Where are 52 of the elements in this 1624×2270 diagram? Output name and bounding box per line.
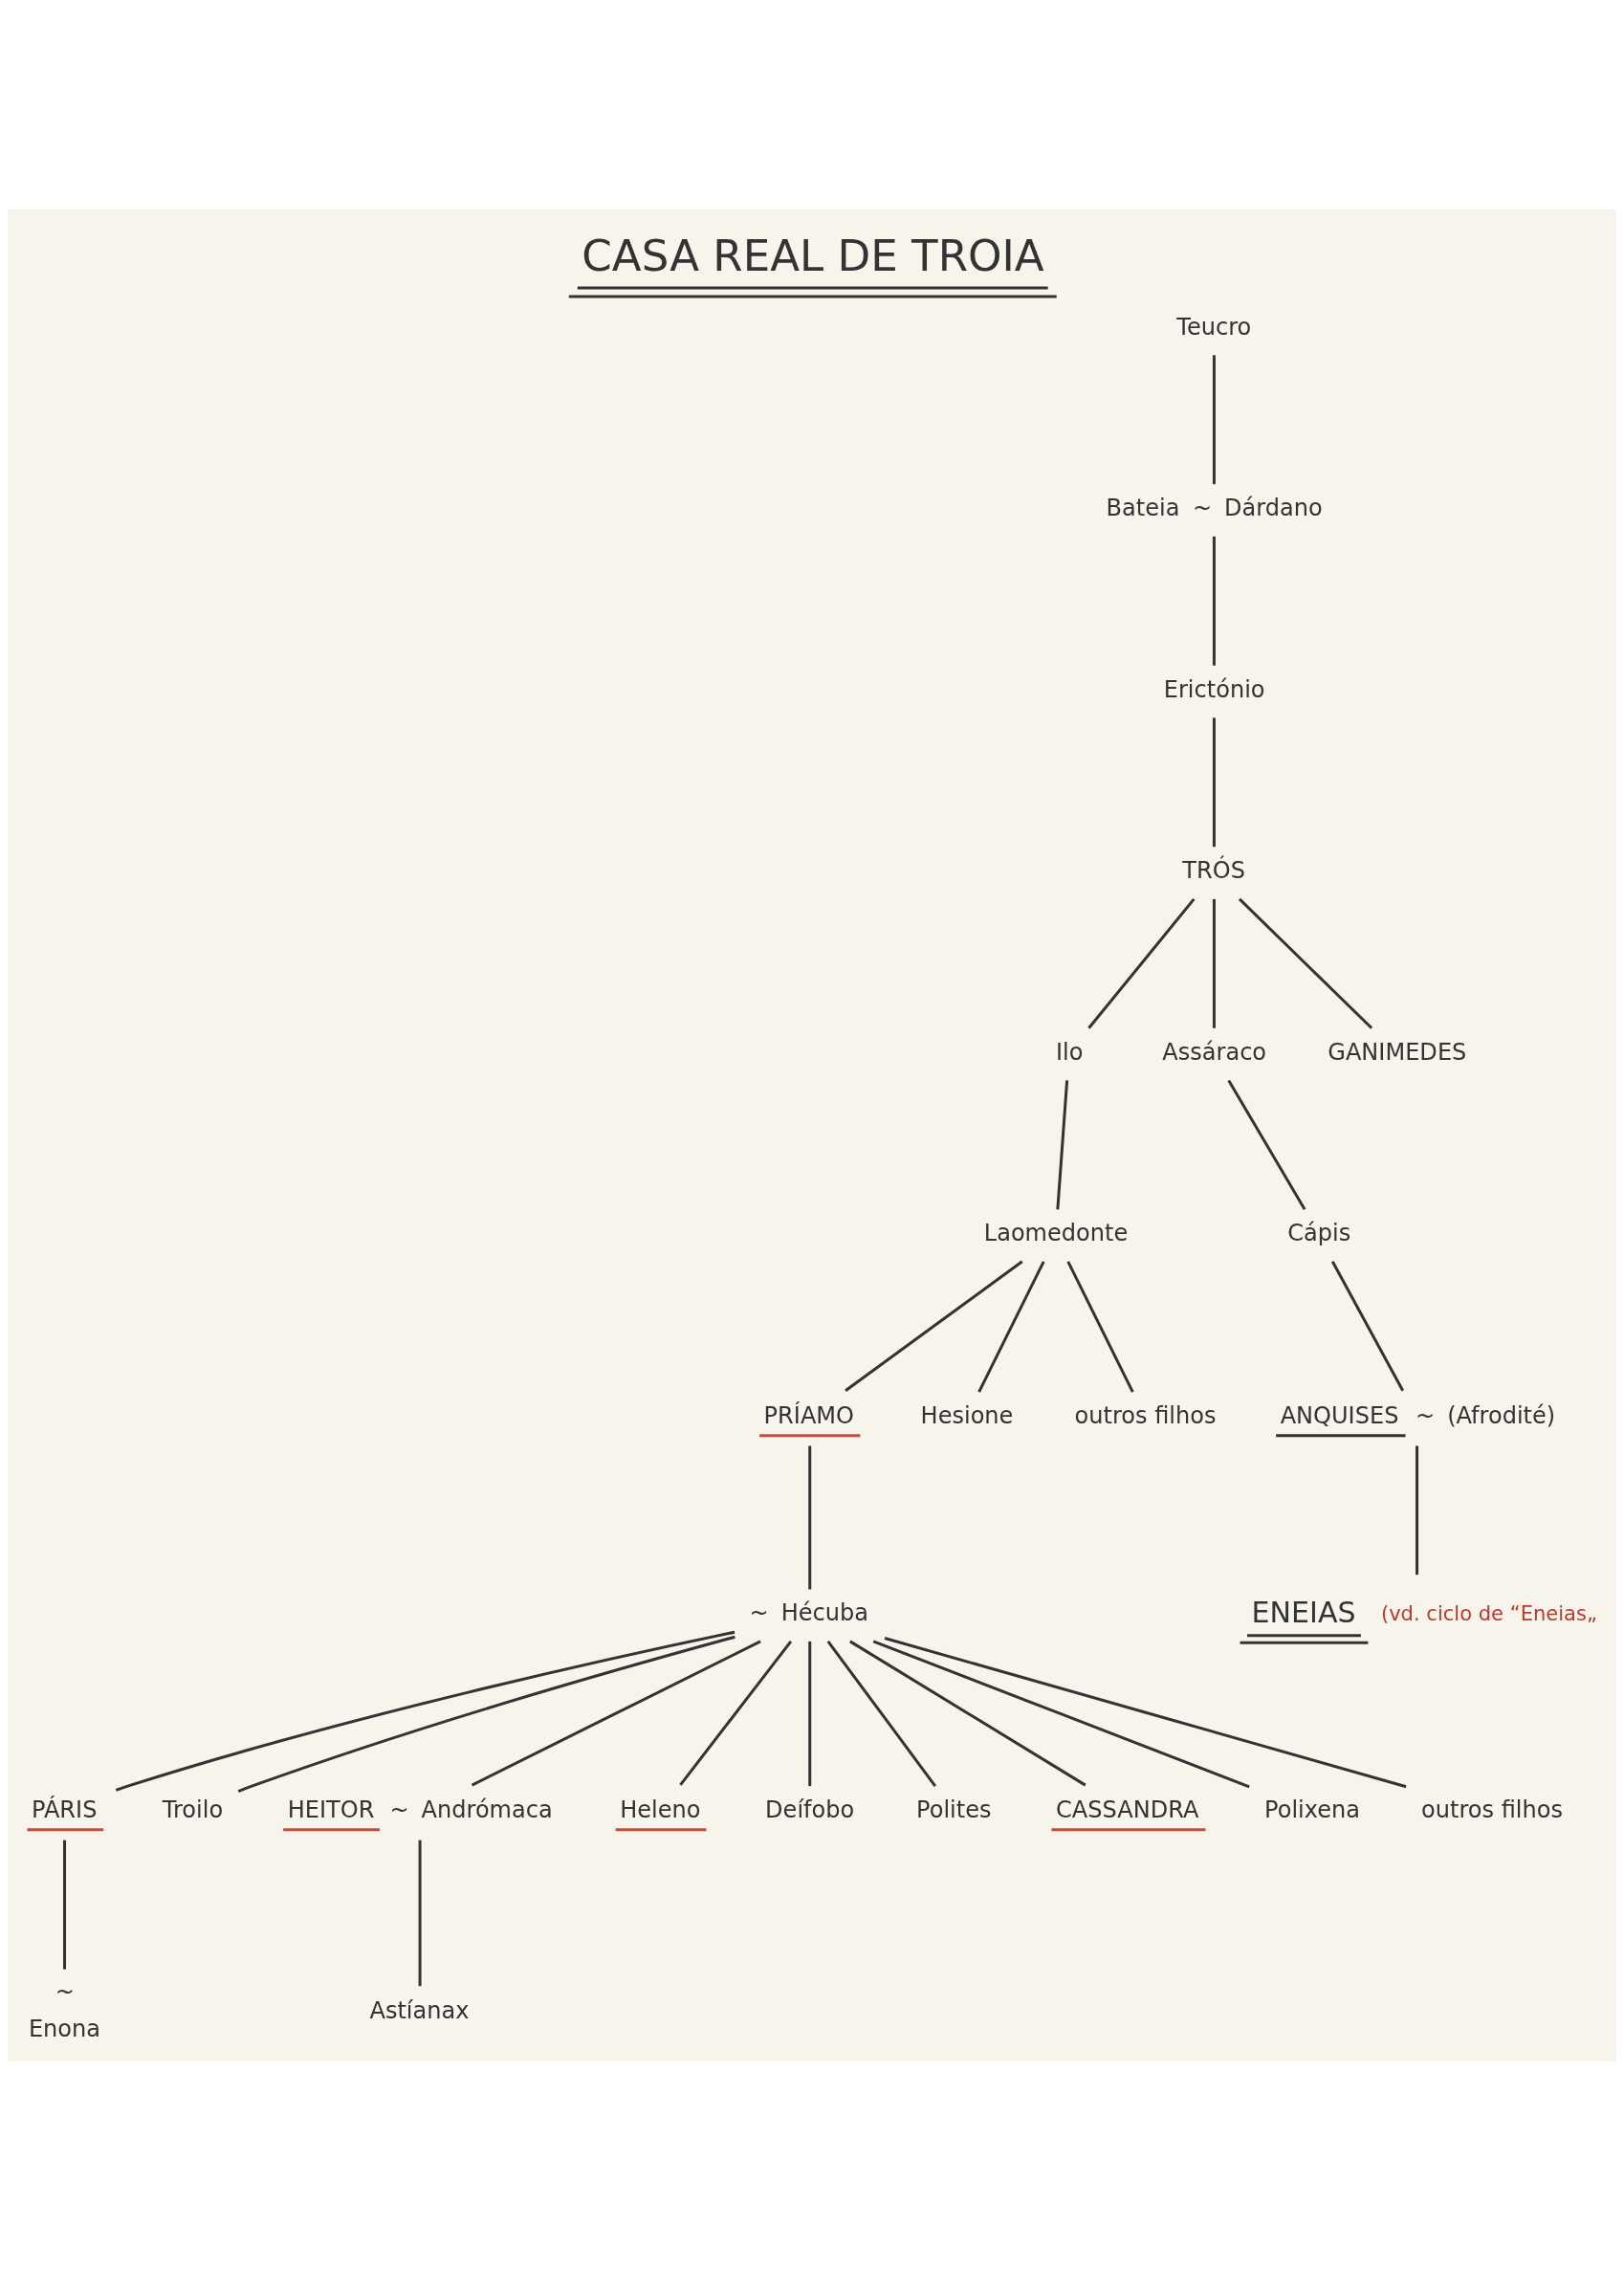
node-text: outros filhos <box>1074 1401 1217 1429</box>
connector <box>884 1636 1407 1788</box>
connector <box>1227 1079 1306 1210</box>
node-text: PRÍAMO <box>763 1401 855 1429</box>
connector <box>849 1640 1086 1786</box>
node-text: Deífobo <box>765 1796 855 1823</box>
node-text: Erictónio <box>1163 675 1265 703</box>
node-text: Assáraco <box>1162 1038 1267 1066</box>
node-text: Heleno <box>620 1796 701 1823</box>
node-text: Bateia ~ Dárdano <box>1106 494 1323 521</box>
connector <box>872 1640 1250 1788</box>
node-text: CASSANDRA <box>1055 1796 1199 1823</box>
connector <box>679 1640 793 1786</box>
node-text: Teucro <box>1176 313 1252 341</box>
node-text: outros filhos <box>1421 1796 1563 1823</box>
connector <box>63 1840 67 1970</box>
connector <box>808 1641 812 1786</box>
node-text: Troilo <box>162 1796 224 1823</box>
connector <box>1212 898 1216 1028</box>
connector <box>418 1840 422 1986</box>
node-text: Polites <box>916 1796 992 1823</box>
connector <box>1238 897 1373 1029</box>
node-text: ANQUISES ~ (Afrodité) <box>1280 1401 1556 1429</box>
connector <box>237 1635 735 1793</box>
node-text: ~ Hécuba <box>749 1598 868 1626</box>
node-text: TRÓS <box>1182 856 1245 884</box>
connector <box>115 1630 735 1792</box>
connector <box>1212 354 1216 484</box>
connector <box>471 1640 761 1786</box>
node-text: Cápis <box>1287 1219 1351 1246</box>
connector <box>826 1640 936 1787</box>
connector <box>1212 716 1216 847</box>
connector <box>1056 1079 1069 1209</box>
node-text: Laomedonte <box>983 1219 1129 1246</box>
node-text: Hesione <box>920 1401 1014 1429</box>
connector <box>1330 1260 1405 1392</box>
node-text: Polixena <box>1264 1796 1361 1823</box>
node-text: ENEIAS (vd. ciclo de “Eneias„ <box>1251 1595 1597 1629</box>
node-text: Ilo <box>1055 1038 1084 1066</box>
node-text: Astíanax <box>369 1996 470 2024</box>
connector <box>808 1445 812 1589</box>
node-text: HEITOR ~ Andrómaca <box>287 1796 553 1823</box>
diagram-title: CASA REAL DE TROIA <box>582 230 1044 281</box>
node-text: GANIMEDES <box>1328 1038 1467 1066</box>
node-text: PÁRIS <box>31 1796 98 1823</box>
node-text: ~ Enona <box>28 1977 101 2042</box>
connector <box>1066 1260 1134 1393</box>
connector <box>845 1260 1023 1392</box>
connector <box>1212 536 1216 666</box>
connector <box>977 1260 1045 1393</box>
connector <box>1416 1445 1419 1575</box>
connector <box>1087 897 1196 1029</box>
